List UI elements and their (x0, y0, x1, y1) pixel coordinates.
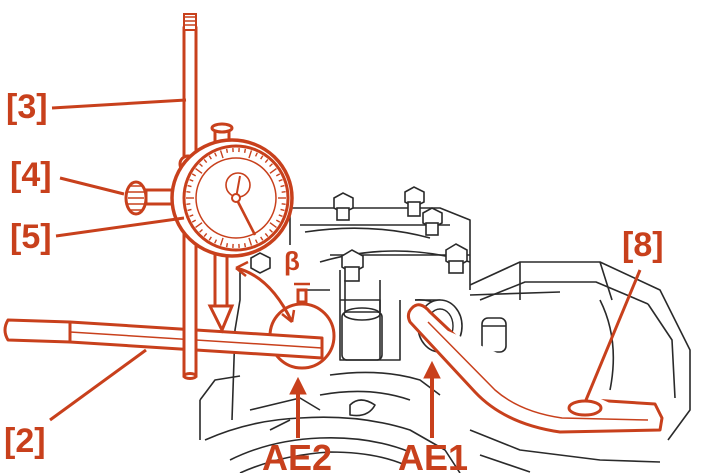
callout-5: [5] (10, 218, 52, 256)
dial-tick (195, 168, 203, 174)
arrow-ae2 (289, 376, 307, 438)
dial-tick (260, 155, 264, 160)
dial-tick (278, 214, 283, 218)
bolt-head (333, 192, 354, 221)
bolt-head (422, 207, 443, 236)
dial-tick (203, 159, 208, 164)
wrench-tool (406, 303, 664, 434)
dial-tick (189, 178, 194, 182)
dial-tick (254, 152, 258, 157)
dial-tick (195, 222, 203, 228)
leader-lines (49, 98, 642, 422)
dial-tick (186, 203, 191, 205)
callout-4: [4] (10, 156, 52, 194)
dial-tick (208, 236, 212, 241)
dial-tick (280, 208, 285, 212)
dial-tick (248, 237, 253, 246)
dial-tick (264, 232, 269, 237)
callout-8: [8] (622, 226, 664, 264)
dial-tick (269, 163, 273, 168)
dial-tick (219, 150, 224, 159)
dial-tick (281, 191, 286, 193)
dial-tick (275, 219, 281, 223)
dial-tick (269, 228, 273, 233)
dial-tick (208, 155, 212, 160)
dial-tick (219, 237, 224, 246)
bolt-head (250, 252, 271, 274)
dial-tick (187, 184, 192, 188)
dial-tick (203, 232, 208, 237)
engine-housing (199, 207, 691, 473)
bolt-head (404, 186, 425, 217)
dial-tick (280, 184, 285, 188)
dial-tick (225, 243, 229, 248)
dial-tick (191, 219, 197, 223)
callout-2: [2] (4, 422, 46, 460)
dial-tick (281, 203, 286, 205)
arrow-ae1 (423, 360, 441, 438)
bolt-heads (250, 186, 468, 282)
dial-tick (214, 152, 218, 157)
label-ae1: AE1 (398, 437, 468, 473)
dial-tick (214, 239, 218, 244)
dial-tick (225, 148, 229, 153)
contact-tip (294, 282, 310, 304)
dial-tick (264, 159, 269, 164)
label-beta: β (284, 246, 300, 276)
callout-3: [3] (6, 88, 48, 126)
dial-tick (243, 243, 247, 248)
dial-gauge (170, 122, 294, 258)
bolt-head (341, 249, 364, 282)
dial-tick (243, 148, 247, 153)
dial-tick (269, 168, 277, 174)
dial-tick (191, 173, 197, 177)
dial-tick (275, 173, 281, 177)
bolt-head (445, 243, 468, 274)
angle-beta-indicator (235, 260, 296, 323)
dial-tick (199, 228, 203, 233)
dial-tick (248, 150, 253, 159)
dial-tick (187, 208, 192, 212)
dial-tick (186, 191, 191, 193)
label-ae2: AE2 (262, 437, 332, 473)
dial-tick (199, 163, 203, 168)
dial-tick (189, 214, 194, 218)
dial-tick (260, 236, 264, 241)
dial-tick (278, 178, 283, 182)
dial-tick (269, 222, 277, 228)
dial-tick (254, 239, 258, 244)
